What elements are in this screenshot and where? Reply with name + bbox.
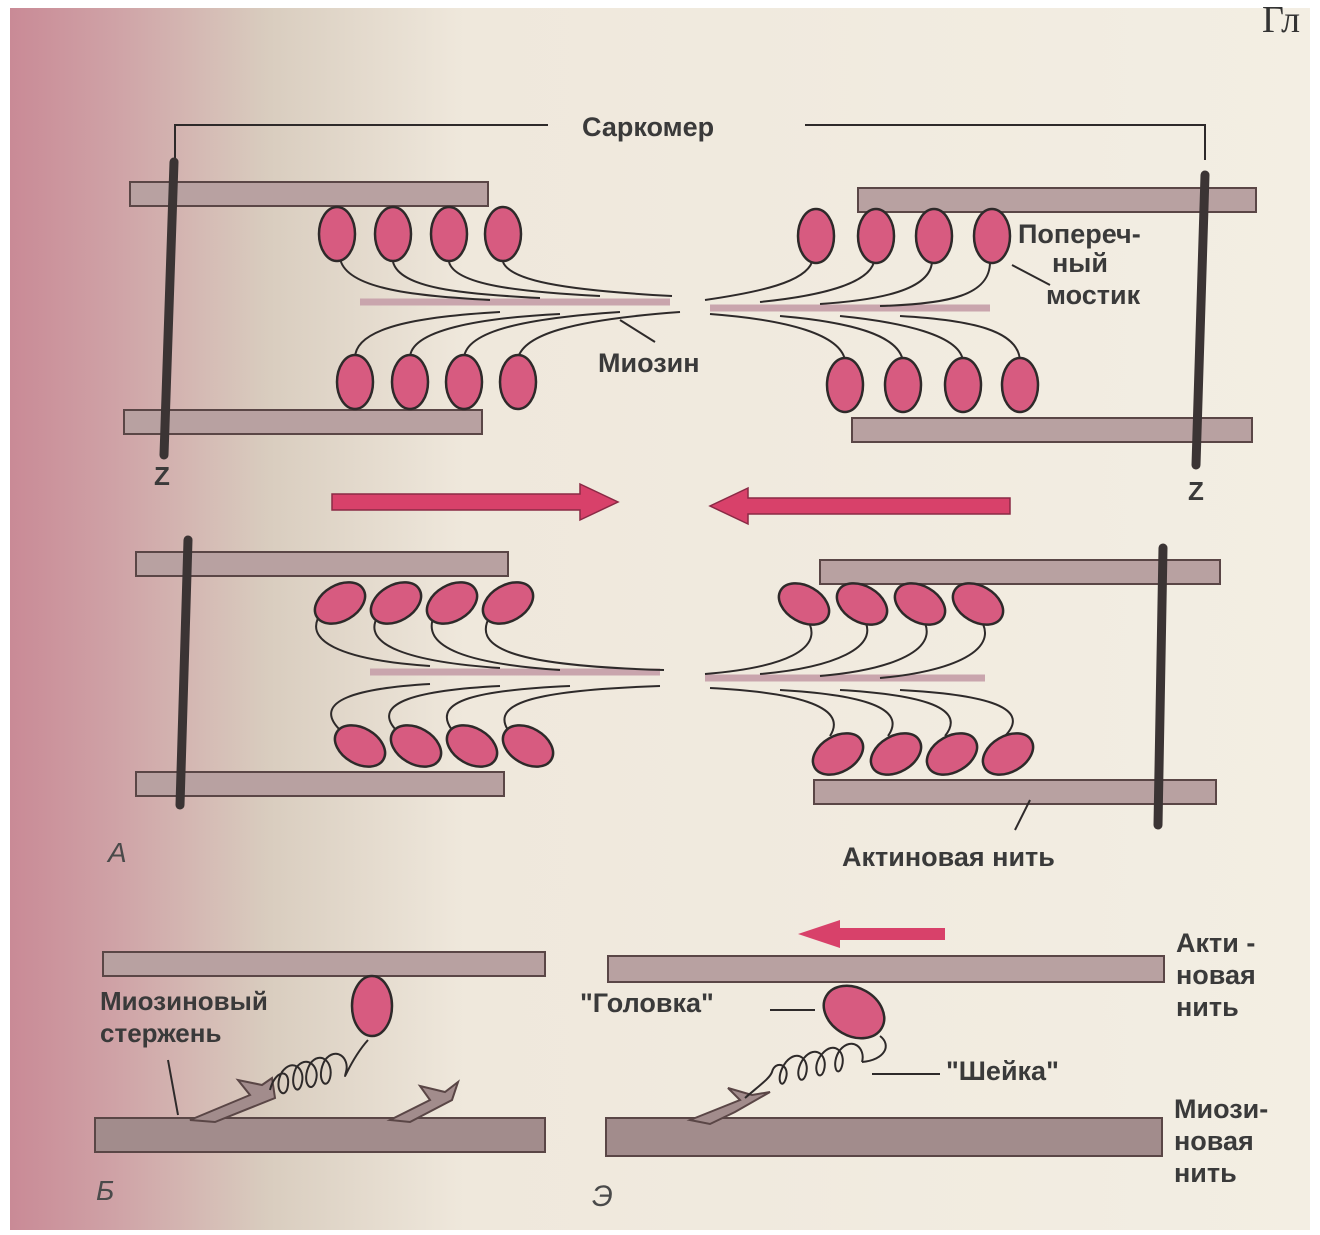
- z-label-left: Z: [154, 461, 170, 491]
- cross-bridge-label-line2: ный: [1052, 248, 1108, 278]
- corner-text: Гл: [1262, 0, 1300, 41]
- panel-c-letter: Э: [592, 1180, 613, 1213]
- myosin-rod-label-line1: Миозиновый: [100, 986, 268, 1016]
- myosin-filament: [95, 1118, 545, 1152]
- z-label-right: Z: [1188, 476, 1204, 506]
- actin-filament: [136, 772, 504, 796]
- actin-filament: [103, 952, 545, 976]
- panel-b-letter: Б: [96, 1175, 114, 1206]
- myosin-filament: [606, 1118, 1162, 1156]
- actin-label-line3: нить: [1176, 992, 1239, 1022]
- actin-label-line2: новая: [1176, 960, 1256, 990]
- myosin-label-line3: нить: [1174, 1158, 1237, 1188]
- actin-filament: [852, 418, 1252, 442]
- actin-filament-label: Актиновая нить: [842, 842, 1055, 872]
- cross-bridge-label-line1: Попереч-: [1018, 219, 1141, 249]
- cross-bridge-label-line3: мостик: [1046, 280, 1141, 310]
- actin-filament: [608, 956, 1164, 982]
- actin-label-line1: Акти -: [1176, 928, 1255, 958]
- myosin-label: Миозин: [598, 348, 700, 378]
- neck-label: "Шейка": [946, 1056, 1059, 1086]
- myosin-label-line1: Миози-: [1174, 1094, 1268, 1124]
- actin-filament: [124, 410, 482, 434]
- actin-filament: [130, 182, 488, 206]
- myosin-rod-label-line2: стержень: [100, 1018, 221, 1048]
- panel-a-letter: А: [106, 837, 127, 868]
- actin-filament: [858, 188, 1256, 212]
- head-label: "Головка": [580, 988, 714, 1018]
- z-line: [1158, 548, 1163, 825]
- sarcomere-label: Саркомер: [582, 112, 714, 142]
- myosin-label-line2: новая: [1174, 1126, 1254, 1156]
- myosin-head: [352, 976, 392, 1036]
